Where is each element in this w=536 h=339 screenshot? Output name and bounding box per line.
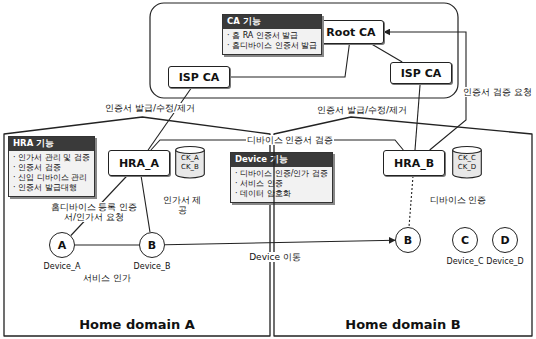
cylinder-top (453, 147, 482, 154)
key-database: CK_A CK_B (175, 146, 205, 178)
domain-name: Home domain B (273, 317, 533, 332)
device-circle: B (139, 232, 165, 258)
device-name: Device_A (43, 262, 82, 271)
device-circle: C (452, 227, 478, 253)
device-letter: D (500, 234, 509, 247)
note-item: · 서비스 인증 (231, 179, 332, 189)
edge-label: 디바이스 인증서 검증 (246, 135, 335, 145)
device-letter: B (148, 239, 156, 252)
box-label: Root CA (326, 26, 375, 39)
ca-box: ISP CA (390, 62, 452, 84)
cylinder-outline (452, 146, 482, 178)
cylinder-outline (175, 146, 205, 178)
edge-label: 서비스 인가 (82, 273, 132, 283)
home-domain-outline: Home domain A HRA 기능 · 인가서 관리 및 검증· 인증서 검증… (3, 116, 271, 337)
box-label: HRA_A (119, 157, 159, 170)
function-note: CA 기능 · 홈 RA 인증서 발급· 홈디바이스 인증서 발급 (222, 14, 322, 55)
home-domain-outline: Home domain B HRA_B CK_C CK_D B C D (273, 116, 533, 337)
box-label: HRA_B (394, 157, 434, 170)
connector (384, 32, 466, 150)
connector (372, 44, 403, 62)
device-circle: D (492, 227, 518, 253)
device-name: Device_D (485, 257, 525, 266)
cylinder-body (176, 150, 205, 178)
note-heading: HRA 기능 (9, 137, 94, 151)
connector (141, 176, 150, 232)
hra-box: HRA_A (108, 150, 170, 176)
box-label: ISP CA (179, 71, 220, 84)
device-letter: A (58, 239, 67, 252)
key-name: CK_C (452, 155, 482, 162)
ca-box: ISP CA (168, 66, 230, 88)
edge-label: Device 이동 (248, 252, 302, 262)
cylinder-top (176, 147, 205, 154)
key-name: CK_A (175, 155, 205, 162)
edge-label: 인가서 제공 (161, 195, 203, 216)
device-circle: B (395, 227, 421, 253)
function-note: Device 기능 · 디바이스 인증/인가 검증· 서비스 인증· 데이터 암호… (230, 152, 333, 203)
hra-box: HRA_B (383, 150, 445, 176)
key-database: CK_C CK_D (452, 146, 482, 178)
note-item: · 신입 디바이스 관리 (9, 173, 94, 183)
device-circle: A (49, 232, 75, 258)
key-name: CK_B (175, 164, 205, 171)
box-label: ISP CA (401, 67, 442, 80)
note-heading: CA 기능 (223, 15, 321, 29)
ca-box: Root CA (318, 20, 384, 44)
edge-label: 인증서 검증 요청 (462, 87, 533, 97)
cylinder-body (453, 150, 482, 178)
domain-name: Home domain A (3, 317, 271, 332)
device-name: Device_B (133, 262, 172, 271)
edge-label: 디바이스 인증 (429, 195, 488, 205)
device-letter: B (404, 234, 412, 247)
house-outline-path (274, 117, 532, 336)
note-item: · 인증서 검증 (9, 163, 94, 173)
key-name: CK_D (452, 164, 482, 171)
note-item: · 데이터 암호화 (231, 189, 332, 199)
function-note: HRA 기능 · 인가서 관리 및 검증· 인증서 검증· 신입 디바이스 관리·… (8, 136, 95, 197)
connector (75, 244, 139, 245)
connector (409, 176, 413, 227)
note-item: · 홈디바이스 인증서 발급 (223, 41, 321, 51)
connector (165, 240, 395, 244)
note-item: · 인가서 관리 및 검증 (9, 153, 94, 163)
house-outline-path (4, 117, 270, 336)
note-item: · 인증서 발급대행 (9, 183, 94, 193)
note-heading: Device 기능 (231, 153, 332, 167)
connector (415, 84, 420, 150)
ca-region-outline (150, 3, 458, 98)
edge-label: 홈디바이스 등록 인증서/인가서 요청 (47, 202, 141, 223)
edge-label: 인증서 발급/수정/제거 (104, 103, 196, 113)
device-name: Device_C (446, 257, 485, 266)
note-item: · 홈 RA 인증서 발급 (223, 31, 321, 41)
device-letter: C (461, 234, 469, 247)
edge-label: 인증서 발급/수정/제거 (316, 105, 408, 115)
note-item: · 디바이스 인증/인가 검증 (231, 169, 332, 179)
